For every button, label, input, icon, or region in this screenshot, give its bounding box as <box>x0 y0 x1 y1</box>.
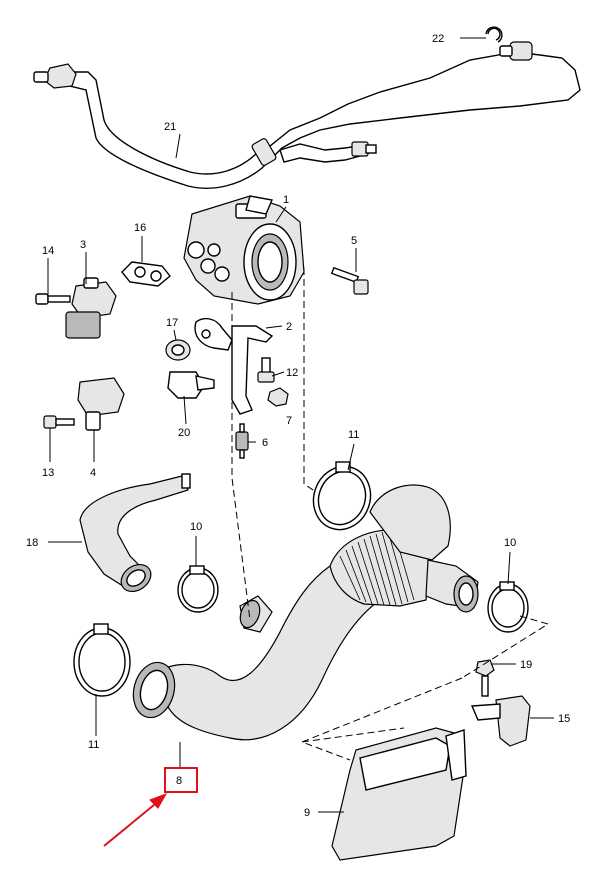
callout-19: 19 <box>520 659 532 671</box>
nut-7 <box>267 387 289 407</box>
highlight-arrow <box>103 799 161 847</box>
callout-8-highlight-box <box>164 767 198 793</box>
hose-clamp-10-right <box>487 581 529 633</box>
bracket-2 <box>194 317 274 415</box>
breather-pipe <box>33 41 581 189</box>
gasket-16 <box>121 261 171 287</box>
bolt-5 <box>330 266 369 295</box>
callout-15: 15 <box>558 713 570 725</box>
foam-hose-18 <box>79 473 191 593</box>
cover-9 <box>331 727 467 861</box>
screw-12 <box>257 357 275 383</box>
callout-11-upper: 11 <box>348 429 359 441</box>
retaining-clip-22 <box>485 26 503 43</box>
intake-duct-8 <box>132 484 479 741</box>
bolt-14 <box>35 293 71 305</box>
callout-3: 3 <box>80 239 86 251</box>
callout-labels: 22 21 1 16 14 3 5 2 17 12 7 20 6 13 4 11… <box>26 33 570 819</box>
hose-clamp-10-left <box>177 565 219 613</box>
callout-13: 13 <box>42 467 54 479</box>
highlight-annotation <box>103 767 198 847</box>
callout-4: 4 <box>90 467 96 479</box>
callout-6: 6 <box>262 437 268 449</box>
damper-6 <box>235 423 249 459</box>
callout-12: 12 <box>286 367 298 379</box>
callout-2: 2 <box>286 321 292 333</box>
throttle-body <box>183 195 305 305</box>
callout-22: 22 <box>432 33 444 45</box>
callout-1: 1 <box>283 194 289 206</box>
holder-20 <box>167 371 215 399</box>
idle-valve-3 <box>65 277 117 339</box>
callout-5: 5 <box>351 235 357 247</box>
callout-10-left: 10 <box>190 521 202 533</box>
callout-10-right: 10 <box>504 537 516 549</box>
bracket-15 <box>470 695 531 747</box>
callout-21: 21 <box>164 121 176 133</box>
callout-8: 8 <box>176 775 182 787</box>
hose-clamp-11-lower <box>73 623 131 697</box>
callout-14: 14 <box>42 245 54 257</box>
highlight-arrowhead <box>149 793 168 809</box>
sensor-4 <box>77 377 125 431</box>
leader-lines <box>47 37 554 813</box>
screw-13 <box>43 415 75 429</box>
callout-7: 7 <box>286 415 292 427</box>
callout-18: 18 <box>26 537 38 549</box>
connection-lines <box>231 268 550 761</box>
grommet-17 <box>165 339 191 361</box>
callout-9: 9 <box>304 807 310 819</box>
screw-19 <box>475 659 495 697</box>
callout-17: 17 <box>166 317 178 329</box>
callout-11-lower: 11 <box>88 739 99 751</box>
callout-20: 20 <box>178 427 190 439</box>
hose-clamp-11-upper <box>312 461 372 531</box>
callout-16: 16 <box>134 222 146 234</box>
